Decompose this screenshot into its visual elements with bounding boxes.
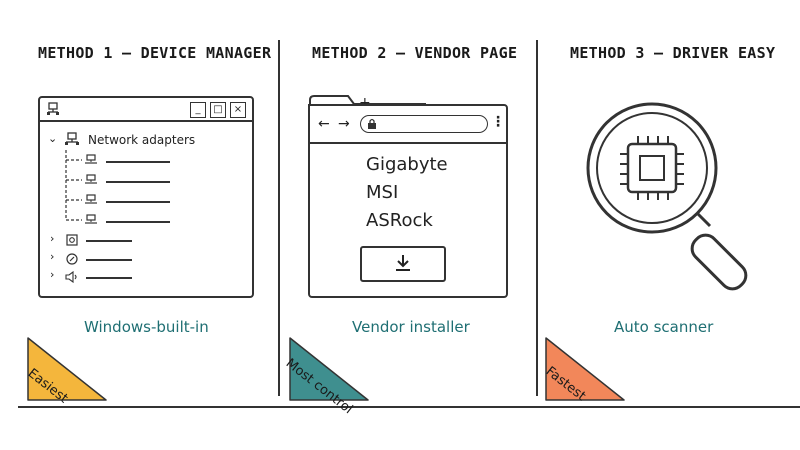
tree-collapse-chevron-icon[interactable]: › bbox=[50, 268, 55, 281]
tree-collapse-chevron-icon[interactable]: › bbox=[50, 250, 55, 263]
vendor-msi[interactable]: MSI bbox=[366, 182, 399, 203]
badge-most-control bbox=[289, 337, 369, 401]
method-1-caption: Windows-built-in bbox=[84, 318, 209, 336]
lock-icon bbox=[368, 118, 376, 129]
download-button[interactable] bbox=[360, 246, 446, 282]
tree-root-label: Network adapters bbox=[88, 133, 196, 147]
adapter-item-icon bbox=[85, 154, 97, 164]
adapter-item-line[interactable] bbox=[106, 201, 170, 203]
method-1-title: METHOD 1 — DEVICE MANAGER bbox=[38, 44, 272, 62]
camera-category-icon bbox=[66, 234, 78, 246]
more-vertical-icon[interactable]: ⋮ bbox=[491, 114, 505, 130]
browser-toolbar: ← → ⋮ bbox=[310, 106, 506, 144]
column-divider-2 bbox=[536, 40, 538, 396]
column-divider-1 bbox=[278, 40, 280, 396]
adapter-item-line[interactable] bbox=[106, 221, 170, 223]
tree-connector bbox=[65, 150, 82, 221]
method-2-title: METHOD 2 — VENDOR PAGE bbox=[312, 44, 518, 62]
magnifier-chip-icon bbox=[586, 102, 748, 291]
forward-arrow-icon[interactable]: → bbox=[338, 116, 350, 132]
address-bar[interactable] bbox=[360, 115, 488, 133]
adapter-item-icon bbox=[85, 214, 97, 224]
speaker-category-icon bbox=[65, 271, 77, 283]
browser-tab-shape bbox=[309, 95, 426, 112]
vendor-gigabyte[interactable]: Gigabyte bbox=[366, 154, 448, 175]
maximize-button[interactable]: □ bbox=[210, 102, 226, 118]
network-adapter-icon bbox=[65, 132, 79, 145]
category-item-line[interactable] bbox=[86, 277, 132, 279]
badge-easiest bbox=[27, 337, 107, 401]
adapter-item-icon bbox=[85, 194, 97, 204]
browser-window: ← → ⋮ bbox=[308, 104, 508, 298]
adapter-item-icon bbox=[85, 174, 97, 184]
network-computer-icon bbox=[47, 102, 59, 115]
vendor-asrock[interactable]: ASRock bbox=[366, 210, 433, 231]
minimize-button[interactable]: _ bbox=[190, 102, 206, 118]
tree-expand-chevron-icon[interactable]: ⌄ bbox=[48, 132, 58, 145]
badge-fastest bbox=[545, 337, 625, 401]
method-3-title: METHOD 3 — DRIVER EASY bbox=[570, 44, 776, 62]
new-tab-plus-icon[interactable]: + bbox=[359, 95, 371, 111]
close-button[interactable]: × bbox=[230, 102, 246, 118]
method-3-caption: Auto scanner bbox=[614, 318, 714, 336]
back-arrow-icon[interactable]: ← bbox=[318, 116, 330, 132]
adapter-item-line[interactable] bbox=[106, 161, 170, 163]
method-2-caption: Vendor installer bbox=[352, 318, 470, 336]
disk-category-icon bbox=[66, 253, 78, 265]
device-manager-titlebar: _ □ × bbox=[40, 98, 252, 122]
adapter-item-line[interactable] bbox=[106, 181, 170, 183]
download-icon bbox=[396, 255, 410, 271]
category-item-line[interactable] bbox=[86, 240, 132, 242]
baseline-rule bbox=[18, 406, 800, 408]
category-item-line[interactable] bbox=[86, 259, 132, 261]
tree-collapse-chevron-icon[interactable]: › bbox=[50, 232, 55, 245]
device-manager-window: _ □ × ⌄ Network adapters › › › bbox=[38, 96, 254, 298]
